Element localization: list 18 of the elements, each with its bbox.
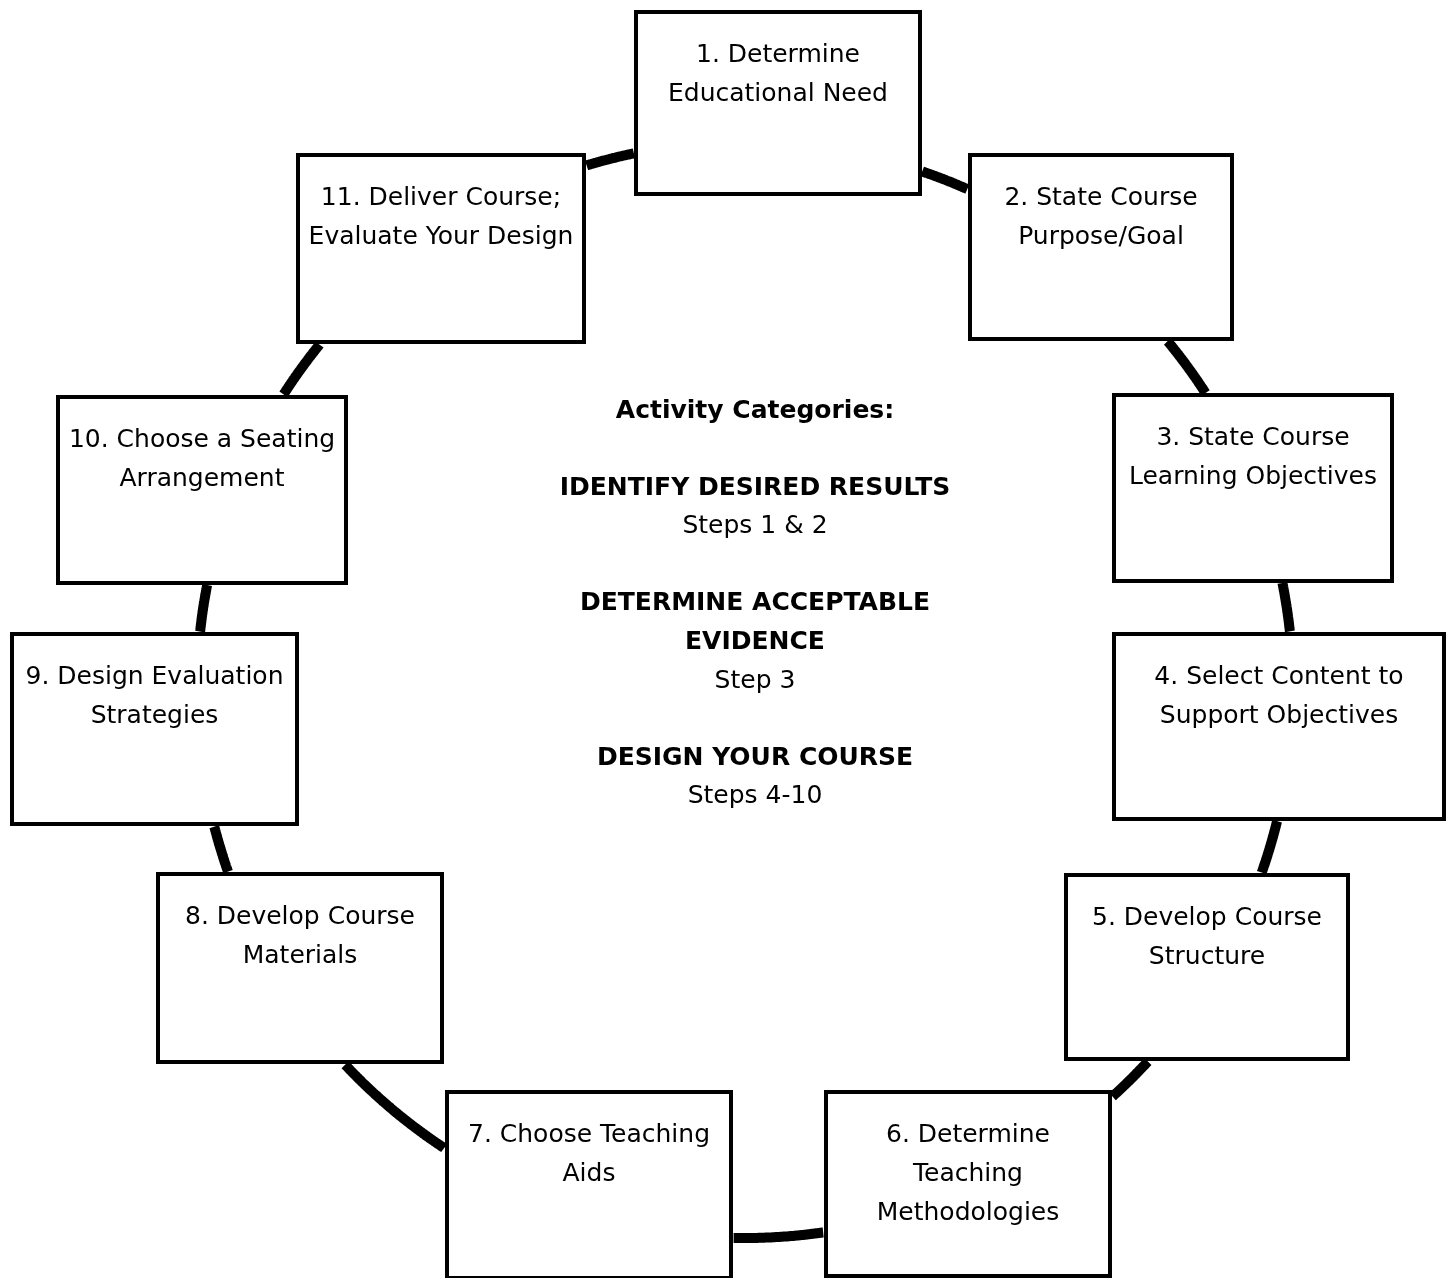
step-box: 1. Determine Educational Need [634, 10, 922, 196]
step-box: 5. Develop Course Structure [1064, 873, 1350, 1061]
step-box: 6. Determine Teaching Methodologies [824, 1090, 1112, 1278]
step-range-text: Steps 4-10 [686, 779, 824, 811]
step-box: 11. Deliver Course; Evaluate Your Design [296, 153, 586, 344]
category-heading: DETERMINE ACCEPTABLE EVIDENCE [578, 586, 932, 657]
step-box: 7. Choose Teaching Aids [445, 1090, 733, 1278]
category-heading: DESIGN YOUR COURSE [595, 741, 915, 773]
step-box: 3. State Course Learning Objectives [1112, 393, 1394, 583]
step-box: 2. State Course Purpose/Goal [968, 153, 1234, 341]
step-range-text: Step 3 [713, 664, 797, 696]
category-heading: Activity Categories: [614, 394, 896, 426]
category-heading: IDENTIFY DESIRED RESULTS [558, 471, 952, 503]
step-range-text: Steps 1 & 2 [681, 509, 829, 541]
step-box: 4. Select Content to Support Objectives [1112, 632, 1446, 821]
step-box: 9. Design Evaluation Strategies [10, 632, 299, 826]
step-box: 10. Choose a Seating Arrangement [56, 395, 348, 585]
step-box: 8. Develop Course Materials [156, 872, 444, 1064]
